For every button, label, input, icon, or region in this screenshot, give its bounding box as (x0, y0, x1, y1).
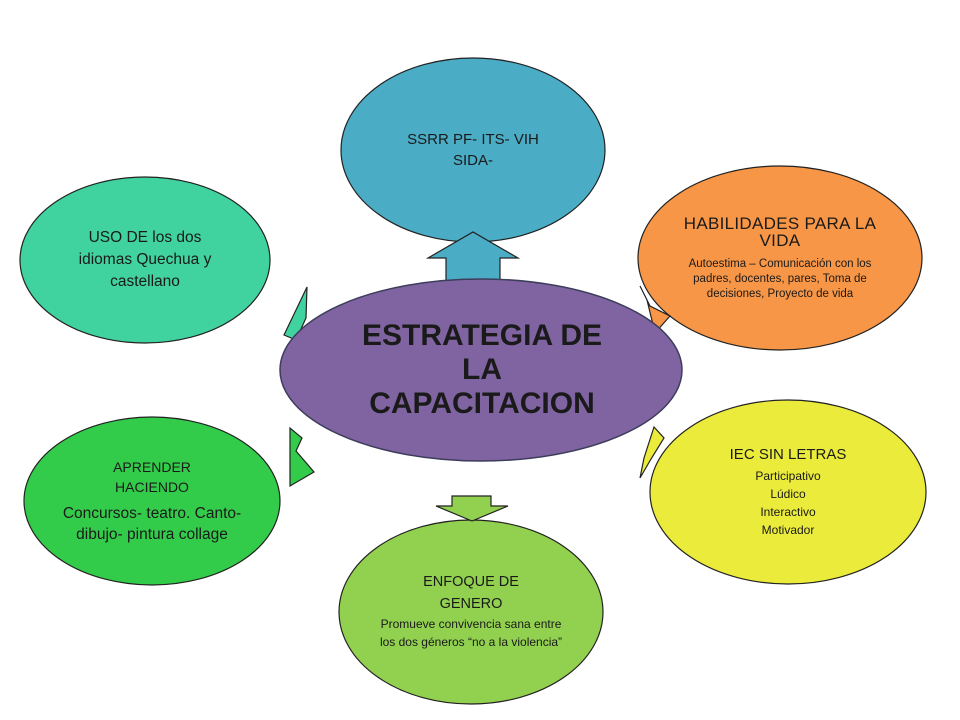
enfoque-title: ENFOQUE DE GENERO (423, 574, 519, 612)
arrow-down-right-icon (639, 425, 665, 479)
iec-node: IEC SIN LETRAS Participativo Lúdico Inte… (660, 432, 916, 552)
uso-text: USO DE los dos idiomas Quechua y castell… (78, 229, 212, 290)
center-title: ESTRATEGIA DE LA CAPACITACION (362, 319, 603, 420)
habilidades-body: Autoestima – Comunicación con los padres… (688, 257, 872, 300)
uso-node: USO DE los dos idiomas Quechua y castell… (36, 200, 254, 320)
iec-item: Lúdico (770, 487, 806, 501)
aprender-title: APRENDER HACIENDO (113, 459, 191, 495)
iec-item: Motivador (761, 523, 815, 537)
enfoque-body: Promueve convivencia sana entre los dos … (379, 617, 563, 649)
aprender-body: Concursos- teatro. Canto- dibujo- pintur… (62, 505, 242, 543)
uso-ellipse (19, 176, 271, 344)
aprender-ellipse (23, 416, 281, 586)
ssrr-node: SSRR PF- ITS- VIH SIDA- (355, 95, 591, 205)
arrow-down-icon (435, 495, 509, 522)
iec-ellipse (649, 399, 927, 585)
arrow-up-right-icon (639, 285, 671, 335)
iec-title: IEC SIN LETRAS (729, 446, 847, 463)
center-ellipse (279, 278, 683, 462)
habilidades-ellipse (637, 165, 923, 351)
aprender-node: APRENDER HACIENDO Concursos- teatro. Can… (34, 438, 270, 564)
center-node: ESTRATEGIA DE LA CAPACITACION (290, 285, 674, 455)
arrow-down-left-icon (289, 426, 315, 488)
iec-item: Participativo (755, 469, 821, 483)
habilidades-title: HABILIDADES PARA LA VIDA (683, 213, 877, 250)
enfoque-node: ENFOQUE DE GENERO Promueve convivencia s… (355, 548, 587, 674)
iec-item: Interactivo (760, 505, 816, 519)
ssrr-text: SSRR PF- ITS- VIH SIDA- (407, 131, 539, 169)
habilidades-node: HABILIDADES PARA LA VIDA Autoestima – Co… (645, 188, 915, 328)
